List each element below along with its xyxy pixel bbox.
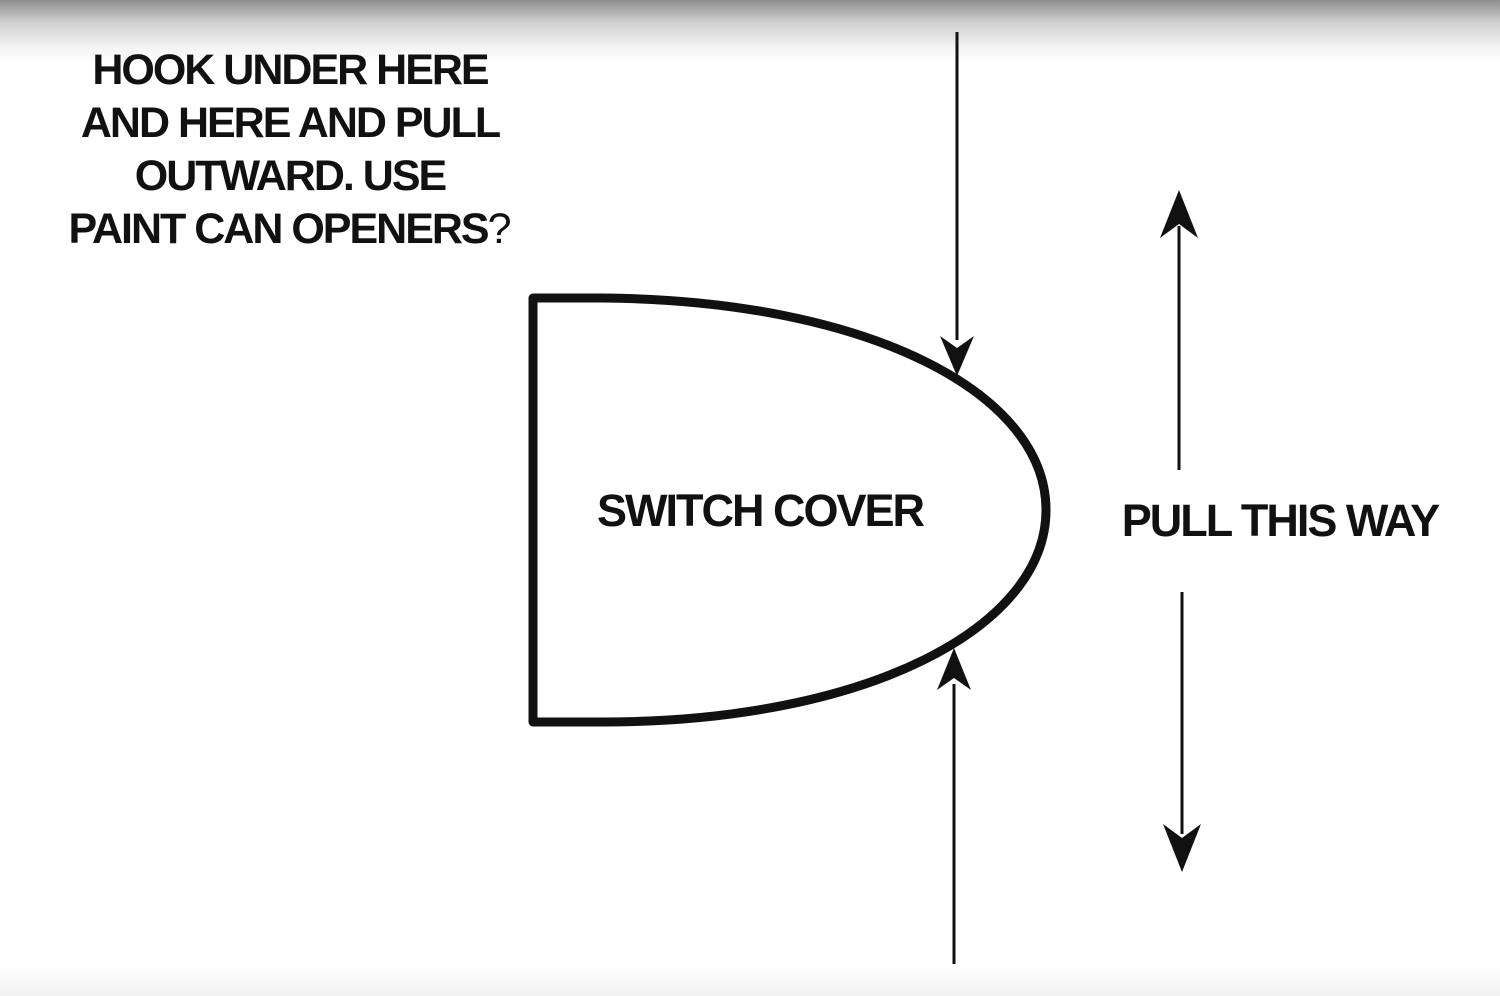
top-shading bbox=[0, 0, 1500, 64]
instruction-line-4: PAINT CAN OPENERS bbox=[68, 205, 489, 253]
instruction-line-3: OUTWARD. USE bbox=[134, 152, 447, 200]
question-mark: ? bbox=[487, 205, 512, 253]
instruction-text: HOOK UNDER HERE AND HERE AND PULL OUTWAR… bbox=[20, 44, 560, 256]
hook-arrow-top bbox=[940, 32, 974, 376]
switch-cover-label: SWITCH COVER bbox=[596, 485, 925, 536]
pull-arrow-up bbox=[1160, 190, 1198, 470]
instruction-line-2: AND HERE AND PULL bbox=[80, 99, 501, 147]
instruction-line-4-wrap: PAINT CAN OPENERS? bbox=[20, 203, 560, 256]
bottom-shading bbox=[0, 964, 1500, 996]
pull-direction-label: PULL THIS WAY bbox=[1121, 495, 1441, 546]
hook-arrow-bottom bbox=[937, 648, 971, 964]
switch-cover-outline bbox=[528, 293, 1051, 727]
instruction-line-1: HOOK UNDER HERE bbox=[92, 46, 489, 94]
pull-arrow-down bbox=[1163, 592, 1201, 872]
